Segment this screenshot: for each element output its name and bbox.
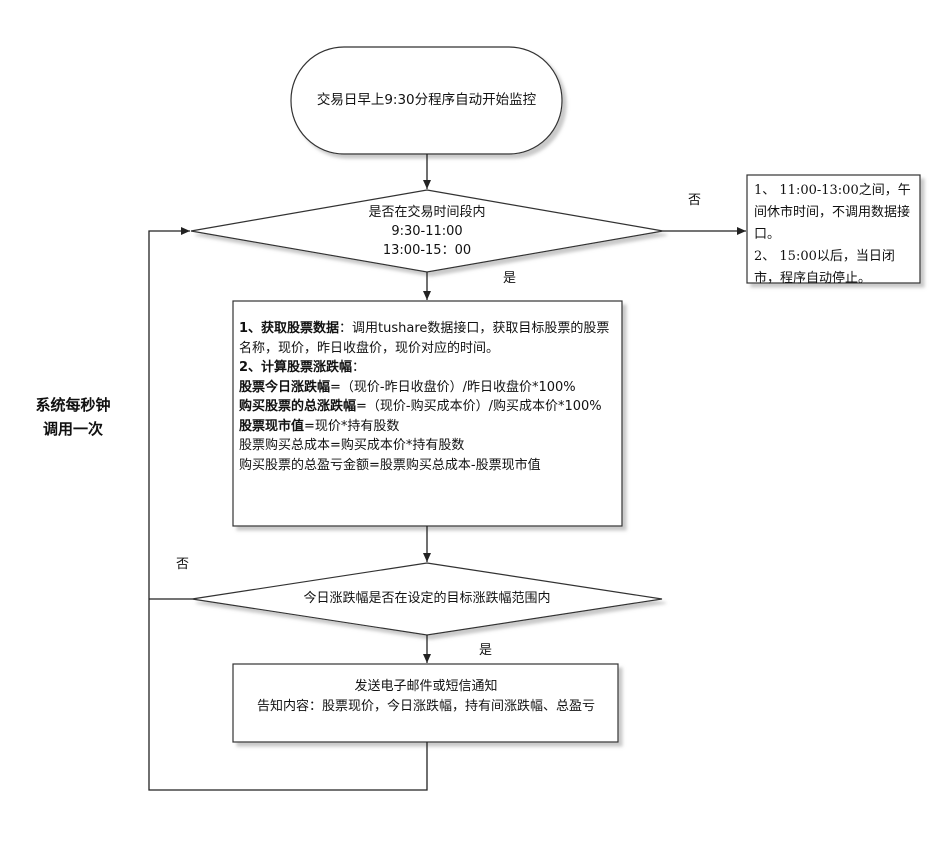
process-line-7: 购买股票的总盈亏金额=股票购买总成本-股票现市值 (239, 457, 541, 473)
decision1-yes-label: 是 (503, 271, 517, 286)
decision1-no-label: 否 (688, 193, 702, 208)
process-line-3-text: =（现价-昨日收盘价）/昨日收盘价*100% (330, 379, 576, 395)
process-line-3-bold: 股票今日涨跌幅 (239, 379, 331, 395)
process-line-2-bold: 2、计算股票涨跌幅 (239, 360, 353, 375)
decision2-no-label: 否 (176, 557, 190, 572)
process-line-5-text: =现价*持有股数 (304, 418, 400, 434)
process-text: 1、获取股票数据：调用tushare数据接口，获取目标股票的股票名称，现价，昨日… (239, 319, 617, 475)
process-line-2: 2、计算股票涨跌幅： (239, 358, 617, 378)
note-item-2: 2、 15:00以后，当日闭市，程序自动停止。 (754, 249, 895, 286)
process-line-5-bold: 股票现市值 (239, 418, 305, 434)
process-line-1-bold: 1、获取股票数据 (239, 321, 340, 336)
process-line-4-text: =（现价-购买成本价）/购买成本价*100% (356, 399, 602, 414)
process-box (232, 300, 623, 527)
note-item-1: 1、 11:00-13:00之间，午间休市时间，不调用数据接口。 (754, 183, 911, 242)
process-line-4-bold: 购买股票的总涨跌幅 (239, 399, 357, 414)
loop-label-line-2: 调用一次 (42, 420, 103, 438)
notify-line-1: 发送电子邮件或短信通知 (354, 679, 498, 694)
process-line-6: 股票购买总成本=购买成本价*持有股数 (239, 438, 465, 453)
loop-label-line-1: 系统每秒钟 (35, 396, 111, 414)
decision2-yes-label: 是 (479, 643, 493, 658)
loop-frequency-label: 系统每秒钟 调用一次 (18, 393, 128, 441)
note-text: 1、 11:00-13:00之间，午间休市时间，不调用数据接口。 2、 15:0… (754, 180, 916, 290)
notify-text: 发送电子邮件或短信通知 告知内容：股票现价，今日涨跌幅，持有间涨跌幅、总盈亏 (239, 677, 613, 717)
decision1-line1: 是否在交易时间段内 (368, 205, 486, 220)
process-line-2-text: ： (352, 360, 366, 375)
notify-box (232, 663, 619, 743)
note-box (746, 174, 921, 284)
process-line-5: 股票现市值=现价*持有股数 (239, 417, 617, 437)
start-label: 交易日早上9:30分程序自动开始监控 (316, 92, 537, 108)
decision1-line2: 9:30-11:00 (391, 224, 463, 239)
process-line-3: 股票今日涨跌幅=（现价-昨日收盘价）/昨日收盘价*100% (239, 378, 617, 398)
decision1-label: 是否在交易时间段内 9:30-11:00 13:00-15：00 (300, 203, 554, 260)
decision1-line3: 13:00-15：00 (382, 243, 472, 258)
arrow-loop-back (148, 227, 428, 791)
decision2-label: 今日涨跌幅是否在设定的目标涨跌幅范围内 (303, 591, 551, 606)
process-line-4: 购买股票的总涨跌幅=（现价-购买成本价）/购买成本价*100% (239, 397, 617, 417)
process-line-1: 1、获取股票数据：调用tushare数据接口，获取目标股票的股票名称，现价，昨日… (239, 319, 617, 358)
process-line-1-text: ：调用tushare数据接口，获取目标股票的股票名称，现价，昨日收盘价，现价对应… (239, 321, 610, 356)
notify-line-2: 告知内容：股票现价，今日涨跌幅，持有间涨跌幅、总盈亏 (256, 699, 595, 714)
